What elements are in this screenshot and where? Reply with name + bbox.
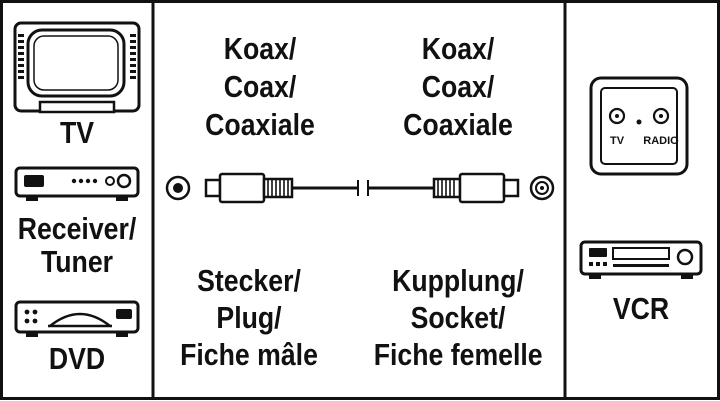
receiver-label: Receiver/ Tuner — [16, 212, 138, 278]
cable-icon — [292, 180, 436, 196]
socket-connector-label-line1: Koax/ — [421, 31, 495, 66]
socket-type-label-line1: Kupplung/ — [392, 263, 524, 298]
plug-type-label-line3: Fiche mâle — [180, 337, 318, 372]
antenna-wall-socket: TV RADIO — [589, 76, 689, 176]
plug-connector-label-line2: Coax/ — [223, 69, 297, 104]
wall-socket-tv-label: TV — [609, 135, 625, 147]
socket-connector-label-line2: Coax/ — [421, 69, 495, 104]
socket-type-label-line3: Fiche femelle — [373, 337, 543, 372]
socket-type-label: Kupplung/ Socket/ Fiche femelle — [374, 262, 543, 373]
socket-type-label-line2: Socket/ — [410, 300, 506, 335]
receiver-label-line2: Tuner — [40, 244, 114, 279]
socket-connector-label-line3: Coaxiale — [403, 107, 513, 142]
tv-icon — [13, 21, 141, 114]
dvd-player-icon — [14, 300, 140, 337]
tv-label: TV — [59, 115, 95, 150]
coax-port-right-icon — [529, 175, 555, 201]
plug-type-label-line1: Stecker/ — [197, 263, 301, 298]
plug-type-label: Stecker/ Plug/ Fiche mâle — [178, 262, 321, 373]
coax-port-icon — [165, 175, 191, 201]
vcr-icon — [579, 240, 703, 279]
plug-type-label-line2: Plug/ — [216, 300, 282, 335]
receiver-icon — [14, 166, 140, 201]
antenna-wall-socket-icon — [589, 76, 689, 176]
coax-socket-icon — [432, 172, 520, 204]
wall-socket-radio-label: RADIO — [643, 135, 679, 147]
coax-plug-icon — [204, 172, 294, 204]
plug-connector-label-line1: Koax/ — [223, 31, 297, 66]
receiver-label-line1: Receiver/ — [17, 211, 137, 246]
dvd-label: DVD — [48, 341, 106, 376]
plug-connector-label: Koax/ Coax/ Coaxiale — [191, 30, 329, 144]
socket-connector-label: Koax/ Coax/ Coaxiale — [389, 30, 527, 144]
plug-connector-label-line3: Coaxiale — [205, 107, 315, 142]
vcr-label: VCR — [612, 291, 670, 326]
